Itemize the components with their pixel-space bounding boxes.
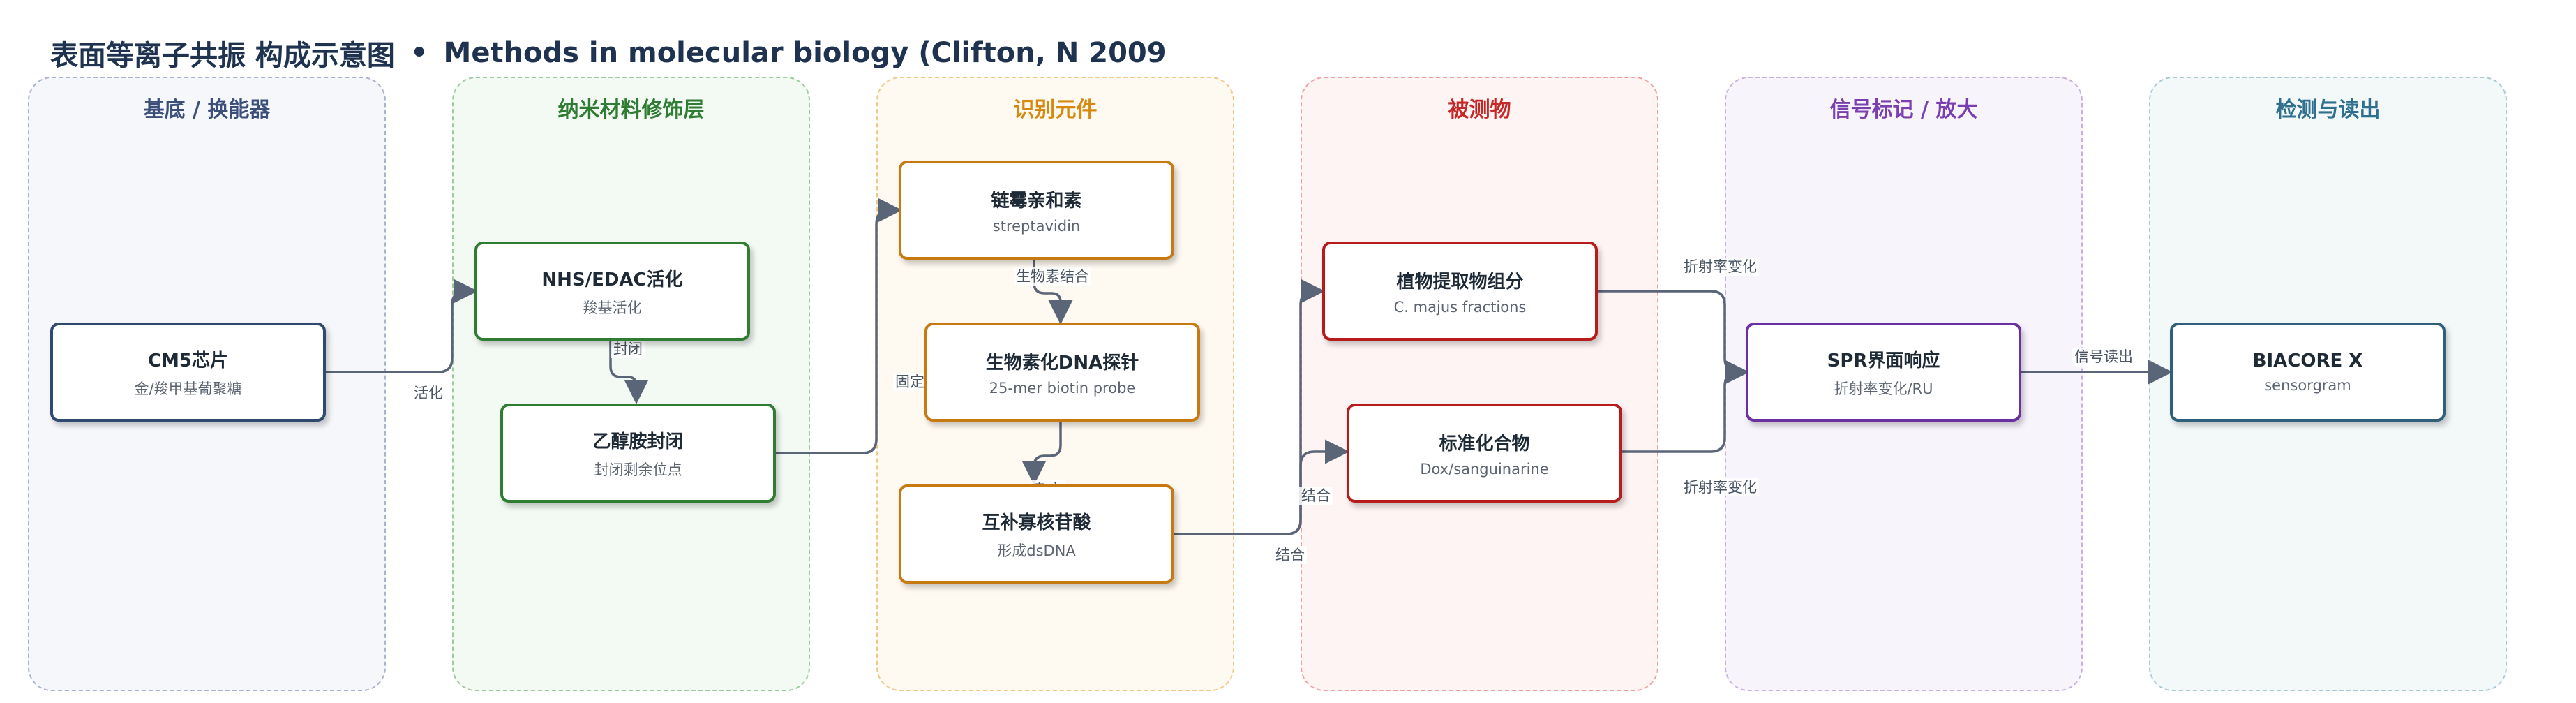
- node-complementary-oligo[interactable]: 互补寡核苷酸 形成dsDNA: [899, 484, 1174, 584]
- title-subtitle: Methods in molecular biology (Clifton, N…: [443, 37, 1167, 69]
- node-cm5-chip[interactable]: CM5芯片 金/羧甲基葡聚糖: [50, 323, 326, 422]
- lane-title: 纳米材料修饰层: [557, 98, 705, 122]
- node-biacore-x[interactable]: BIACORE X sensorgram: [2170, 323, 2446, 422]
- edge-label-immobilize: 固定: [893, 373, 927, 391]
- lane-title: 被测物: [1448, 98, 1511, 122]
- edge-label-activate: 活化: [412, 384, 445, 402]
- title-separator: •: [410, 37, 428, 69]
- node-streptavidin[interactable]: 链霉亲和素 streptavidin: [899, 161, 1174, 260]
- edge-label-block: 封闭: [611, 340, 645, 358]
- node-standard-compound[interactable]: 标准化合物 Dox/sanguinarine: [1347, 404, 1622, 503]
- node-plant-extract[interactable]: 植物提取物组分 C. majus fractions: [1322, 242, 1598, 341]
- edge-ethanolamine-streptavidin: [776, 198, 902, 454]
- node-biotin-dna-probe[interactable]: 生物素化DNA探针 25-mer biotin probe: [924, 323, 1200, 422]
- edge-nhs-ethanolamine: [609, 340, 649, 404]
- node-title: NHS/EDAC活化: [541, 269, 683, 290]
- edge-plant-spr: [1598, 290, 1749, 385]
- node-ethanolamine-block[interactable]: 乙醇胺封闭 封闭剩余位点: [500, 404, 776, 503]
- edge-label-ri-change-2: 折射率变化: [1682, 478, 1759, 496]
- node-title: 乙醇胺封闭: [592, 431, 684, 452]
- edge-label-ri-change-1: 折射率变化: [1682, 258, 1759, 276]
- node-title: 链霉亲和素: [991, 190, 1082, 212]
- edge-label-bind-plant: 结合: [1273, 546, 1307, 564]
- node-title: 生物素化DNA探针: [985, 352, 1139, 373]
- lane-title: 识别元件: [1013, 98, 1098, 122]
- node-subtitle: 形成dsDNA: [997, 542, 1076, 559]
- edge-probe-dsdna: [1021, 421, 1062, 485]
- node-title: 互补寡核苷酸: [982, 512, 1091, 533]
- node-subtitle: Dox/sanguinarine: [1420, 460, 1549, 478]
- node-subtitle: streptavidin: [992, 217, 1081, 235]
- node-subtitle: 金/羧甲基葡聚糖: [134, 380, 242, 397]
- lane-title: 信号标记 / 放大: [1829, 98, 1978, 122]
- node-spr-response[interactable]: SPR界面响应 折射率变化/RU: [1746, 323, 2021, 422]
- edge-standard-spr: [1622, 360, 1749, 453]
- node-nhs-edac-activation[interactable]: NHS/EDAC活化 羧基活化: [474, 242, 750, 341]
- lane-title: 基底 / 换能器: [143, 98, 271, 122]
- edge-streptavidin-probe: [1033, 259, 1073, 325]
- node-title: SPR界面响应: [1827, 350, 1940, 371]
- node-subtitle: sensorgram: [2264, 377, 2351, 394]
- edge-label-bind-standard: 结合: [1299, 487, 1333, 505]
- node-subtitle: 25-mer biotin probe: [989, 379, 1136, 397]
- lane-analyte: 被测物: [1301, 77, 1658, 691]
- title-main: 表面等离子共振 构成示意图: [50, 40, 395, 72]
- edge-cm5-nhs: [326, 279, 478, 373]
- node-title: 标准化合物: [1439, 433, 1530, 454]
- node-subtitle: 封闭剩余位点: [594, 461, 682, 478]
- node-subtitle: C. majus fractions: [1393, 298, 1527, 316]
- node-subtitle: 羧基活化: [583, 299, 642, 316]
- edge-label-signal-readout: 信号读出: [2072, 348, 2135, 366]
- edge-label-biotin-binding: 生物素结合: [1014, 267, 1091, 286]
- lane-title: 检测与读出: [2275, 98, 2381, 122]
- node-title: BIACORE X: [2252, 350, 2363, 371]
- node-subtitle: 折射率变化/RU: [1834, 380, 1933, 397]
- node-title: CM5芯片: [147, 350, 229, 371]
- page-title: 表面等离子共振 构成示意图 • Methods in molecular bio…: [50, 31, 1167, 75]
- node-title: 植物提取物组分: [1396, 271, 1524, 293]
